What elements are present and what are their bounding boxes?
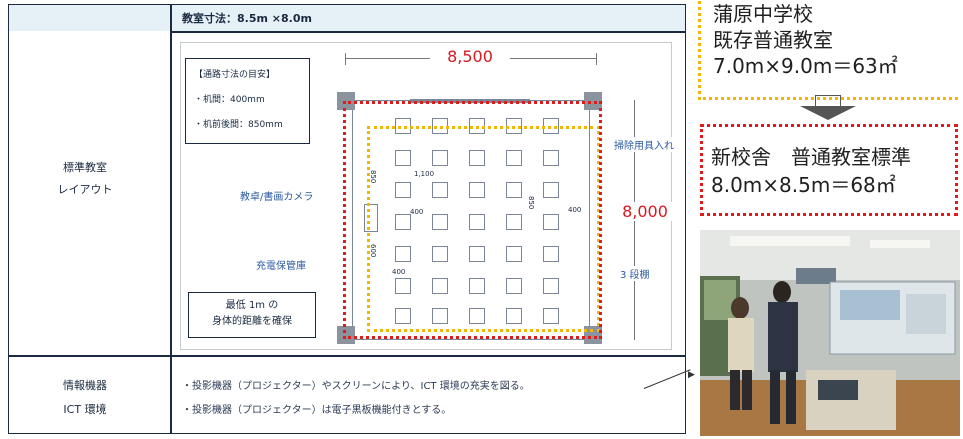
aisle-guide-item-1: ・机間：400mm	[194, 95, 265, 105]
width-dimension-tick-left	[345, 53, 346, 65]
desk	[543, 278, 559, 294]
aisle-guide-item-2: ・机前後間：850mm	[194, 120, 283, 130]
table-header-divider	[170, 31, 686, 33]
desk	[506, 308, 522, 324]
classroom-photo	[700, 230, 960, 436]
distancing-note-line-2: 身体的距離を確保	[212, 316, 292, 327]
row-label-ict-1: 情報機器	[63, 379, 107, 392]
existing-school-name: 蒲原中学校	[713, 2, 813, 26]
label-charging-storage: 充電保管庫	[256, 261, 306, 272]
down-arrow-head	[800, 106, 856, 120]
desk	[543, 150, 559, 166]
pillar-bl	[337, 326, 355, 344]
desk	[432, 182, 448, 198]
new-room-size: 8.0m×8.5m＝68㎡	[711, 173, 896, 197]
desk	[506, 182, 522, 198]
desk	[469, 308, 485, 324]
distancing-note-line-1: 最低 1m の	[225, 300, 279, 311]
dim-850-b: 850	[527, 196, 535, 210]
new-classroom-panel: 新校舎 普通教室標準 8.0m×8.5m＝68㎡	[700, 124, 958, 216]
desk	[395, 278, 411, 294]
desk	[395, 246, 411, 262]
desk	[395, 182, 411, 198]
new-room-title: 新校舎 普通教室標準	[711, 145, 911, 169]
desk	[543, 182, 559, 198]
desk	[432, 278, 448, 294]
spec-table	[8, 4, 686, 434]
desk	[432, 150, 448, 166]
table-header-band	[9, 5, 685, 31]
desk	[432, 308, 448, 324]
desk	[395, 214, 411, 230]
classroom-dimension-header: 教室寸法：8.5m ×8.0m	[182, 12, 312, 25]
desk	[395, 308, 411, 324]
row-label-layout-1: 標準教室	[63, 161, 107, 174]
photo-pointer-arrowhead: ▶	[688, 370, 695, 380]
aisle-guide-box: 【通路寸法の目安】 ・机間：400mm ・机前後間：850mm	[185, 58, 310, 144]
desk	[432, 214, 448, 230]
down-arrow-stem	[815, 95, 841, 107]
distancing-note-box: 最低 1m の 身体的距離を確保	[188, 292, 316, 338]
desk	[543, 246, 559, 262]
width-value: 8,500	[430, 47, 510, 66]
new-classroom-outline	[343, 101, 602, 339]
label-shelf: 3 段棚	[620, 266, 650, 281]
ict-bullet-2: ・投影機器（プロジェクター）は電子黒板機能付きとする。	[182, 405, 452, 416]
desk	[469, 246, 485, 262]
dim-400-b: 400	[568, 206, 582, 214]
dim-850-a: 850	[369, 170, 377, 184]
desk	[506, 246, 522, 262]
label-teacher-desk-camera: 教卓/書画カメラ	[240, 192, 314, 203]
desk	[506, 214, 522, 230]
layout-drawing-frame	[180, 42, 672, 350]
dim-400-c: 400	[392, 268, 406, 276]
classroom-photo-image	[700, 230, 960, 436]
existing-room-type: 既存普通教室	[713, 28, 833, 52]
row-label-layout-2: レイアウト	[57, 183, 113, 196]
teacher-desk	[364, 204, 378, 232]
desk	[395, 150, 411, 166]
desk	[506, 278, 522, 294]
desk	[543, 308, 559, 324]
desk	[543, 214, 559, 230]
label-cleaning-locker: 掃除用具入れ	[614, 137, 674, 152]
desk	[469, 278, 485, 294]
height-value: 8,000	[614, 202, 676, 221]
desk	[469, 214, 485, 230]
dim-400-a: 400	[410, 208, 424, 216]
existing-room-size: 7.0m×9.0m＝63㎡	[713, 54, 898, 78]
table-row-divider	[8, 355, 686, 357]
dim-600: 600	[369, 244, 377, 258]
desk	[469, 182, 485, 198]
ict-bullet-1: ・投影機器（プロジェクター）やスクリーンにより、ICT 環境の充実を図る。	[182, 381, 530, 392]
row-label-ict-2: ICT 環境	[63, 403, 107, 416]
existing-classroom-outline	[367, 126, 600, 332]
existing-classroom-panel: 蒲原中学校 既存普通教室 7.0m×9.0m＝63㎡	[698, 0, 958, 100]
desk	[432, 246, 448, 262]
width-dimension-tick-right	[596, 53, 597, 65]
desk	[469, 150, 485, 166]
desk	[506, 150, 522, 166]
table-column-divider	[170, 4, 172, 434]
dim-1100: 1,100	[414, 170, 435, 178]
aisle-guide-title: 【通路寸法の目安】	[194, 70, 276, 80]
